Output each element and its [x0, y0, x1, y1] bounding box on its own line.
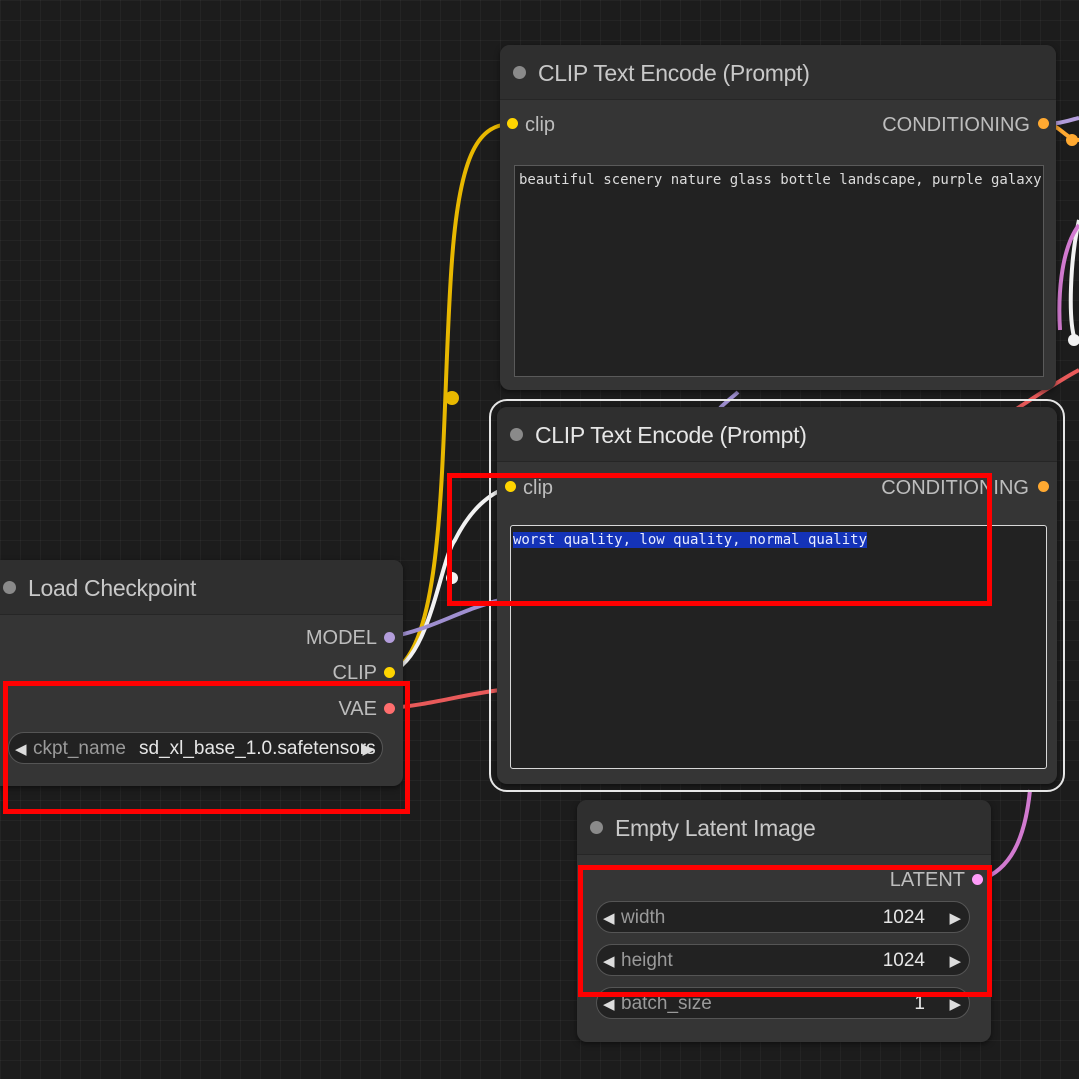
node-title: Load Checkpoint — [28, 575, 197, 601]
width-number-widget[interactable]: ◀ width 1024 ▶ — [596, 901, 970, 933]
collapse-dot-icon[interactable] — [590, 821, 603, 834]
link-midpoint — [446, 572, 458, 584]
height-number-widget[interactable]: ◀ height 1024 ▶ — [596, 944, 970, 976]
link-clip-to-encode-1 — [389, 122, 513, 674]
conditioning-output-dot-icon[interactable] — [1038, 118, 1049, 129]
node-title-bar[interactable]: CLIP Text Encode (Prompt) — [500, 45, 1056, 100]
clip-output-dot-icon[interactable] — [384, 667, 395, 678]
node-title: CLIP Text Encode (Prompt) — [538, 60, 810, 86]
clip-text-encode-node-2[interactable]: CLIP Text Encode (Prompt) clip CONDITION… — [489, 399, 1065, 792]
collapse-dot-icon[interactable] — [510, 428, 523, 441]
widget-label: ckpt_name — [33, 738, 126, 759]
batch-size-number-widget[interactable]: ◀ batch_size 1 ▶ — [596, 987, 970, 1019]
latent-output-dot-icon[interactable] — [972, 874, 983, 885]
decrement-arrow-icon[interactable]: ◀ — [603, 996, 615, 1013]
conditioning-output-label: CONDITIONING — [882, 114, 1030, 136]
vae-output-label: VAE — [338, 698, 377, 720]
decrement-arrow-icon[interactable]: ◀ — [603, 953, 615, 970]
node-title: Empty Latent Image — [615, 815, 816, 841]
link-right-white — [1068, 219, 1079, 341]
collapse-dot-icon[interactable] — [3, 581, 16, 594]
clip-input-dot-icon[interactable] — [505, 481, 516, 492]
node-title-bar[interactable]: Load Checkpoint — [0, 560, 403, 615]
ckpt-name-combo[interactable]: ◀ ckpt_name sd_xl_base_1.0.safetensors ▶ — [8, 732, 383, 764]
model-output-label: MODEL — [305, 627, 377, 649]
increment-arrow-icon[interactable]: ▶ — [362, 741, 374, 758]
node-title-bar[interactable]: CLIP Text Encode (Prompt) — [497, 407, 1057, 462]
widget-label: batch_size — [621, 993, 712, 1014]
vae-output-dot-icon[interactable] — [384, 703, 395, 714]
node-title-bar[interactable]: Empty Latent Image — [577, 800, 991, 855]
increment-arrow-icon[interactable]: ▶ — [949, 996, 961, 1013]
clip-text-encode-node-1[interactable]: CLIP Text Encode (Prompt) clip CONDITION… — [500, 45, 1056, 390]
selected-text: worst quality, low quality, normal quali… — [513, 532, 868, 548]
latent-output-label: LATENT — [889, 869, 965, 891]
collapse-dot-icon[interactable] — [513, 66, 526, 79]
widget-value: sd_xl_base_1.0.safetensors — [139, 738, 376, 759]
widget-value: 1024 — [882, 950, 925, 971]
clip-input-label: clip — [523, 477, 554, 499]
increment-arrow-icon[interactable]: ▶ — [949, 953, 961, 970]
widget-label: width — [621, 907, 666, 928]
widget-value: 1024 — [882, 907, 925, 928]
link-midpoint — [445, 391, 459, 405]
decrement-arrow-icon[interactable]: ◀ — [15, 741, 27, 758]
clip-input-dot-icon[interactable] — [507, 118, 518, 129]
link-vae — [389, 688, 501, 710]
node-title: CLIP Text Encode (Prompt) — [535, 422, 807, 448]
conditioning-output-label: CONDITIONING — [881, 477, 1029, 499]
empty-latent-image-node[interactable]: Empty Latent Image LATENT ◀ width 1024 ▶… — [577, 800, 991, 1042]
widget-label: height — [621, 950, 673, 971]
widget-value: 1 — [914, 993, 925, 1014]
link-clip-to-encode-2 — [389, 485, 511, 674]
increment-arrow-icon[interactable]: ▶ — [949, 910, 961, 927]
prompt-textarea[interactable]: worst quality, low quality, normal quali… — [510, 525, 1047, 769]
clip-output-label: CLIP — [332, 662, 377, 684]
link-right-pink — [1057, 223, 1079, 331]
clip-input-label: clip — [525, 114, 556, 136]
link-under-node — [718, 390, 740, 410]
conditioning-output-dot-icon[interactable] — [1038, 481, 1049, 492]
prompt-textarea[interactable]: beautiful scenery nature glass bottle la… — [514, 165, 1044, 377]
model-output-dot-icon[interactable] — [384, 632, 395, 643]
decrement-arrow-icon[interactable]: ◀ — [603, 910, 615, 927]
load-checkpoint-node[interactable]: Load Checkpoint MODEL CLIP VAE ◀ ckpt_na… — [0, 560, 403, 786]
link-model — [389, 598, 501, 639]
